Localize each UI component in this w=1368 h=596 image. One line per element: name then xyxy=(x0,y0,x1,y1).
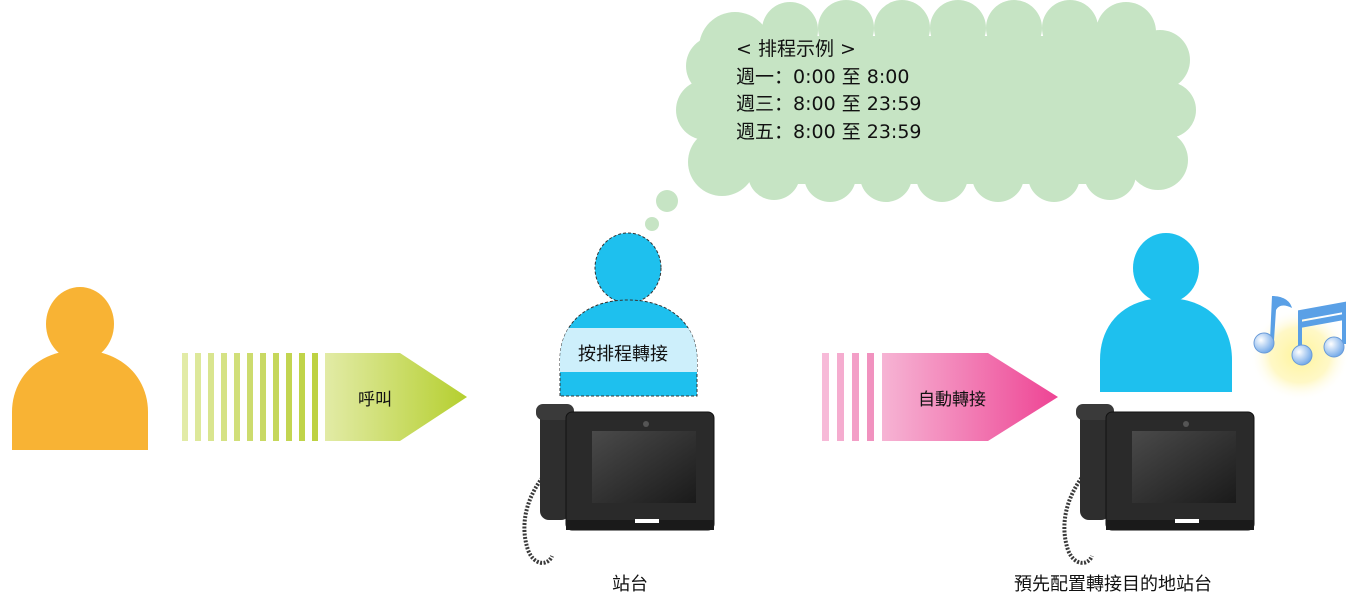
schedule-line-2: 週三：8:00 至 23:59 xyxy=(736,93,922,115)
station-label: 站台 xyxy=(612,574,648,595)
schedule-forward-label: 按排程轉接 xyxy=(578,344,668,365)
call-arrow xyxy=(182,353,467,441)
station-phone xyxy=(522,404,715,565)
call-arrow-label: 呼叫 xyxy=(358,390,392,410)
schedule-line-3: 週五：8:00 至 23:59 xyxy=(736,120,922,143)
schedule-line-1: 週一：0:00 至 8:00 xyxy=(736,65,910,88)
music-notes-icon xyxy=(1250,296,1350,401)
caller-person-icon xyxy=(12,287,148,450)
destination-station-phone xyxy=(1062,404,1255,565)
auto-forward-label: 自動轉接 xyxy=(918,390,986,410)
schedule-person-icon xyxy=(559,232,698,397)
thought-dot-large xyxy=(656,190,678,212)
auto-forward-arrow xyxy=(822,353,1058,441)
destination-station-label: 預先配置轉接目的地站台 xyxy=(1014,574,1212,595)
schedule-example-text: < 排程示例 > 週一：0:00 至 8:00 週三：8:00 至 23:59 … xyxy=(736,36,922,146)
schedule-title: < 排程示例 > xyxy=(736,38,856,60)
destination-person-icon xyxy=(1100,233,1232,392)
thought-bubble xyxy=(645,0,1196,231)
thought-dot-small xyxy=(645,217,659,231)
